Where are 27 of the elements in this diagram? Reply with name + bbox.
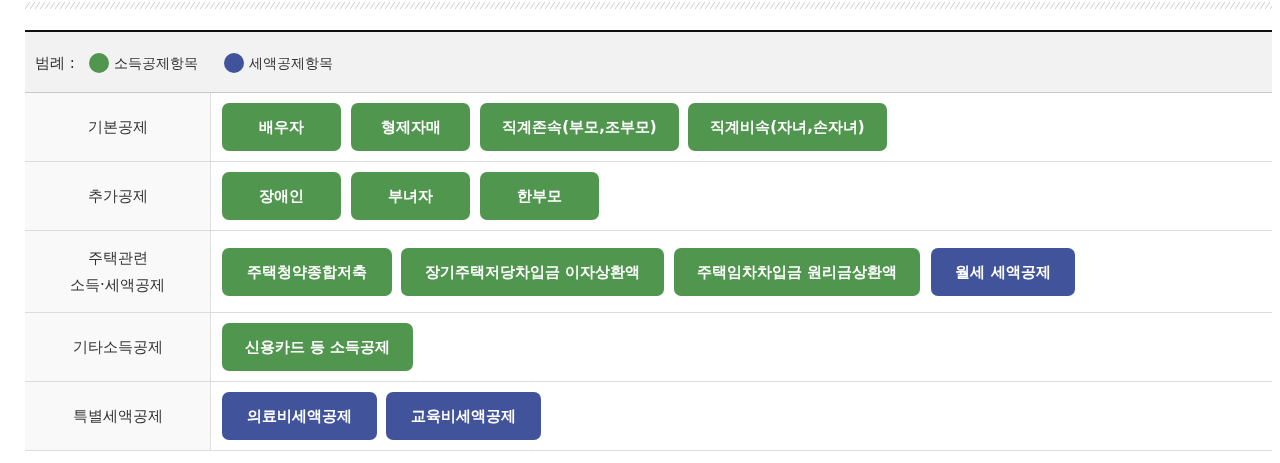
deduction-tag: 의료비세액공제 xyxy=(222,392,377,440)
table-row xyxy=(25,231,1272,313)
table-row xyxy=(25,382,1272,451)
table-row xyxy=(25,313,1272,382)
deduction-tag: 형제자매 xyxy=(351,103,470,151)
row-header: 주택관련 소득·세액공제 xyxy=(25,231,211,312)
legend-text: 세액공제항목 xyxy=(249,54,333,73)
deduction-tag: 교육비세액공제 xyxy=(386,392,541,440)
row-header: 특별세액공제 xyxy=(25,382,211,450)
row-header: 기본공제 xyxy=(25,93,211,161)
row-header: 기타소득공제 xyxy=(25,313,211,381)
deduction-tag: 부녀자 xyxy=(351,172,470,220)
legend-text: 소득공제항목 xyxy=(114,54,198,73)
deduction-tag: 직계존속(부모,조부모) xyxy=(480,103,679,151)
deduction-tag: 신용카드 등 소득공제 xyxy=(222,323,413,371)
legend-title: 범례 : xyxy=(35,53,75,73)
deduction-tag: 직계비속(자녀,손자녀) xyxy=(688,103,887,151)
table-row xyxy=(25,93,1272,162)
table-row xyxy=(25,162,1272,231)
row-header: 추가공제 xyxy=(25,162,211,230)
deduction-tag: 주택임차차입금 원리금상환액 xyxy=(674,248,920,296)
deduction-tag: 주택청약종합저축 xyxy=(222,248,392,296)
deduction-tag: 배우자 xyxy=(222,103,341,151)
deduction-tag: 한부모 xyxy=(480,172,599,220)
deduction-tag: 장애인 xyxy=(222,172,341,220)
deduction-tag: 장기주택저당차입금 이자상환액 xyxy=(401,248,664,296)
deduction-tag: 월세 세액공제 xyxy=(931,248,1075,296)
